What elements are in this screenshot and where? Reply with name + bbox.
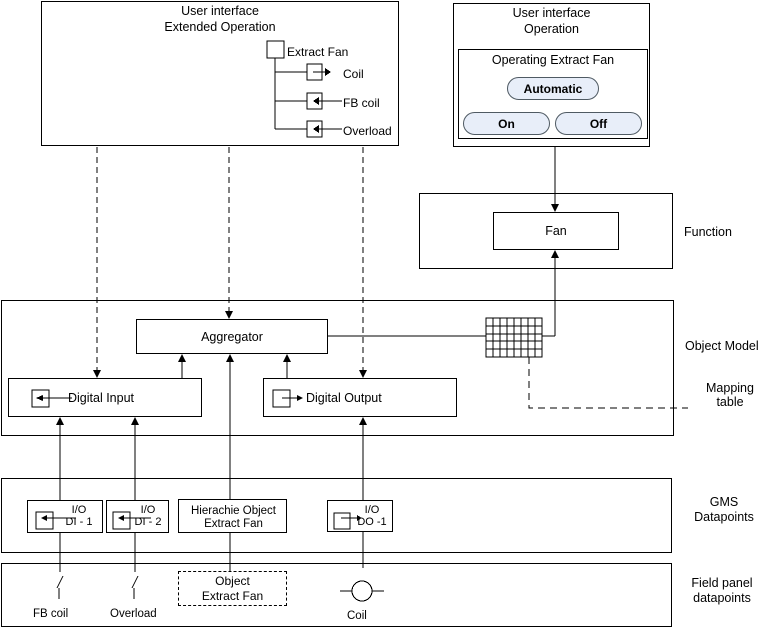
tree-item-fb-coil-label: FB coil [343,96,380,110]
io-di1-line2: DI - 1 [65,515,93,528]
extended-operation-title-line2: Extended Operation [164,20,276,34]
mapping-grid-icon [485,317,543,358]
io-di2-icon [112,511,151,530]
automatic-button[interactable]: Automatic [507,77,599,100]
mapping-table-label-line2: table [716,395,744,409]
operating-extract-fan-title: Operating Extract Fan [491,53,615,67]
io-do1-label: I/O DO -1 [352,504,392,528]
io-di1-icon [35,511,76,530]
digital-output-icon [272,389,303,408]
fan-box: Fan [493,212,619,250]
operation-title: User interface Operation [453,5,650,37]
hierarchy-object-label: Hierachie Object Extract Fan [179,505,288,530]
extract-fan-node-icon [266,40,285,59]
io-do1-line1: I/O [364,504,380,516]
contact-overload-icon [131,575,139,599]
function-box [419,193,673,269]
fb-coil-label: FB coil [33,608,69,620]
field-panel-label-line1: Field panel [691,576,753,590]
extended-operation-title-line1: User interface [181,4,259,18]
field-panel-label-line2: datapoints [693,591,751,605]
off-button[interactable]: Off [555,112,642,135]
hierarchy-object-box: Hierachie Object Extract Fan [178,499,287,533]
io-di2-label: I/O DI - 2 [127,504,169,528]
operation-title-line2: Operation [524,22,579,36]
digital-output-label: Digital Output [306,391,382,405]
object-extract-fan-label: Object Extract Fan [179,574,286,603]
mapping-table-label-line1: Mapping [706,381,754,395]
function-label: Function [684,225,732,239]
io-di1-line1: I/O [71,504,87,516]
object-extract-fan-line2: Extract Fan [201,588,264,603]
extended-operation-panel [41,1,399,146]
gms-label-line2: Datapoints [694,510,754,524]
coil-label: Coil [347,610,367,622]
operation-title-line1: User interface [512,6,591,20]
contact-fb-coil-icon [56,575,64,599]
object-model-box [1,300,674,436]
tree-node-arrows [313,71,342,130]
field-panel-label: Field panel datapoints [678,576,766,606]
tree-item-overload-label: Overload [343,124,392,138]
field-panel-box [1,563,672,627]
mapping-table-link [528,357,688,409]
operation-panel [453,3,650,147]
gms-datapoints-label: GMS Datapoints [684,495,764,525]
object-extract-fan-box: Object Extract Fan [178,571,287,606]
overload-label: Overload [110,608,157,620]
object-model-label: Object Model [685,339,759,353]
io-di2-box: I/O DI - 2 [106,500,169,533]
aggregator-box: Aggregator [136,319,328,354]
tree-item-coil-label: Coil [343,67,364,81]
tree-node-arrowheads [313,68,331,133]
mapping-table-label: Mapping table [694,381,766,409]
io-do1-icon [333,512,362,530]
digital-input-icon [31,389,72,408]
digital-input-box: Digital Input [8,378,202,417]
io-di2-line2: DI - 2 [134,515,162,528]
io-do1-box: I/O DO -1 [327,500,393,532]
gms-label-line1: GMS [709,495,739,509]
digital-output-box: Digital Output [263,378,457,417]
digital-input-label: Digital Input [68,391,135,405]
dashed-ui-links [96,147,364,370]
extended-operation-title: User interface Extended Operation [41,3,399,35]
hierarchy-object-line1: Hierachie Object [190,505,276,517]
coil-symbol-icon [340,580,384,602]
gms-datapoints-box [1,478,672,553]
io-di2-line1: I/O [140,504,156,516]
object-extract-fan-line1: Object [215,574,250,588]
io-di1-label: I/O DI - 1 [56,504,102,528]
io-di1-box: I/O DI - 1 [27,500,103,533]
arrowheads [56,204,559,425]
tree-root-label: Extract Fan [287,45,349,59]
on-button[interactable]: On [463,112,550,135]
io-do1-line2: DO -1 [357,515,387,528]
hierarchy-object-line2: Extract Fan [204,517,263,530]
